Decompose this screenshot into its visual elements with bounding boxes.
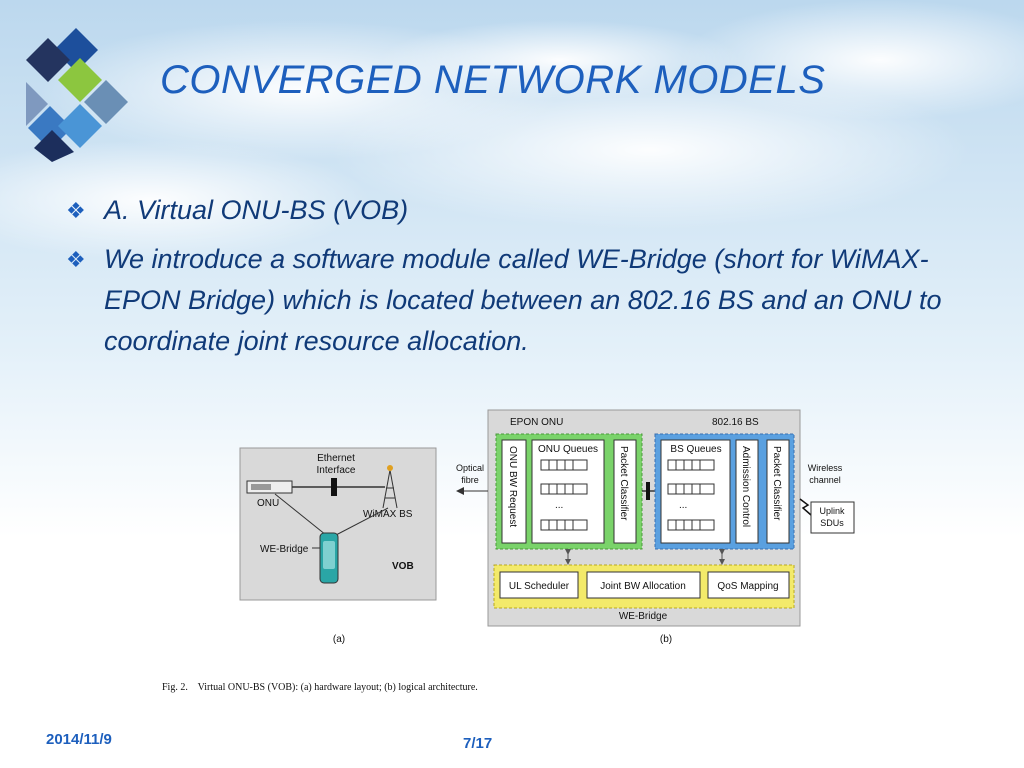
slide-title: CONVERGED NETWORK MODELS: [160, 58, 826, 102]
bs-queue-icons: [667, 459, 715, 531]
joint-bw-box: [586, 571, 701, 599]
epon-onu-label: EPON ONU: [510, 417, 563, 428]
webridge-bottom-label: WE-Bridge: [619, 611, 668, 622]
admission-control-label: Admission Control: [740, 446, 751, 527]
admission-control-box: [735, 439, 759, 544]
onu-bs-interface: [646, 482, 650, 500]
uplink-sdus-box: [810, 501, 855, 534]
bullet-list: ❖ A. Virtual ONU-BS (VOB) ❖ We introduce…: [66, 190, 986, 370]
optical-label-2: fibre: [461, 475, 479, 485]
optical-label-1: Optical: [456, 463, 484, 473]
wimax-tower-icon: [382, 465, 398, 509]
bullet-diamond-icon: ❖: [66, 198, 86, 223]
onu-queues-label: ONU Queues: [538, 444, 598, 455]
onu-bridge-link: [274, 493, 327, 536]
ethernet-label-1: Ethernet: [317, 453, 355, 464]
packet-classifier-1-label: Packet Classifier: [618, 446, 629, 521]
onu-bw-request-box: [501, 439, 527, 544]
packet-classifier-1-box: [613, 439, 637, 544]
bullet-item: ❖ A. Virtual ONU-BS (VOB): [66, 190, 986, 231]
onu-queue-icons: [540, 459, 588, 531]
footer-date: 2014/11/9: [46, 731, 112, 748]
wireless-label-2: channel: [809, 475, 841, 485]
ethernet-interface-icon: [331, 478, 337, 496]
onu-bw-request-label: ONU BW Request: [507, 446, 518, 527]
bullet-diamond-icon: ❖: [66, 247, 86, 272]
webridge-label: WE-Bridge: [260, 544, 309, 555]
ul-scheduler-label: UL Scheduler: [509, 581, 570, 592]
packet-classifier-2-label: Packet Classifier: [771, 446, 782, 521]
wireless-lightning-icon: [799, 498, 812, 516]
wireless-label-1: Wireless: [808, 463, 843, 473]
panel-a-label: (a): [333, 634, 345, 645]
uplink-label-2: SDUs: [820, 518, 844, 528]
figure-caption: Fig. 2. Virtual ONU-BS (VOB): (a) hardwa…: [162, 682, 478, 693]
wimax-label: WiMAX BS: [363, 509, 413, 520]
uplink-label-1: Uplink: [819, 506, 845, 516]
ul-scheduler-box: [499, 571, 579, 599]
bs-bridge-link: [335, 507, 389, 536]
onu-queue-ellipsis: ...: [555, 500, 563, 511]
qos-mapping-label: QoS Mapping: [717, 581, 778, 592]
bullet-item: ❖ We introduce a software module called …: [66, 239, 986, 362]
bs-queue-ellipsis: ...: [679, 500, 687, 511]
panel-b-label: (b): [660, 634, 672, 645]
joint-bw-label: Joint BW Allocation: [600, 581, 686, 592]
packet-classifier-2-box: [766, 439, 790, 544]
logo-icon: [26, 28, 128, 162]
bs-label: 802.16 BS: [712, 417, 759, 428]
bullet-text: A. Virtual ONU-BS (VOB): [104, 195, 409, 225]
bullet-text: We introduce a software module called WE…: [104, 244, 942, 356]
qos-mapping-box: [707, 571, 790, 599]
onu-port-icon: [251, 484, 271, 490]
bs-queues-label: BS Queues: [670, 444, 721, 455]
ethernet-label-2: Interface: [317, 465, 356, 476]
onu-label: ONU: [257, 498, 279, 509]
webridge-screen-icon: [323, 541, 335, 569]
vob-label: VOB: [392, 561, 414, 572]
footer-page-number: 7/17: [463, 735, 493, 752]
